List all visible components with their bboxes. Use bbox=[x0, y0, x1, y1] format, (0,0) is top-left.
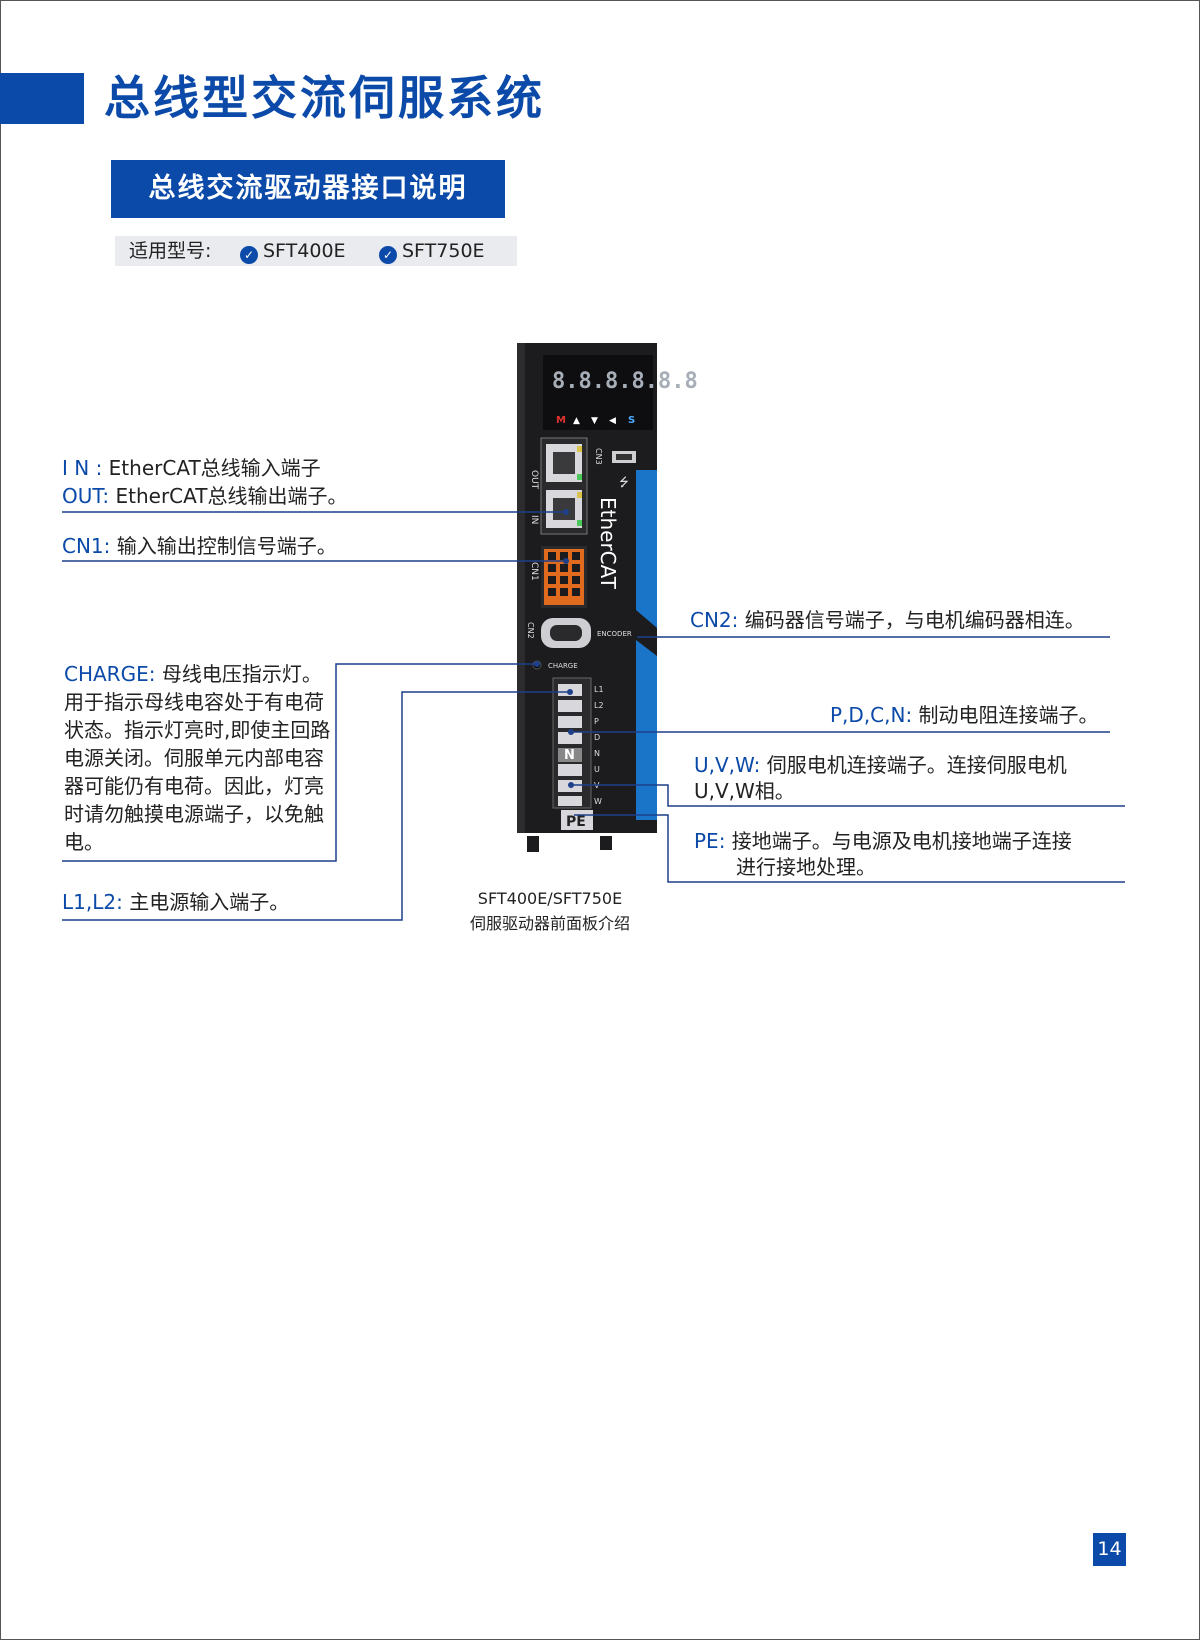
display-digits: 8.8.8.8.8.8 bbox=[552, 369, 698, 394]
key-m: M bbox=[556, 415, 566, 426]
page-title: 总线型交流伺服系统 bbox=[104, 71, 545, 125]
applicable-models: 适用型号: ✓ SFT400E ✓ SFT750E bbox=[115, 236, 517, 266]
model-item: ✓ SFT400E bbox=[240, 236, 346, 266]
blue-stripe-lower bbox=[636, 640, 657, 820]
leader-uvw bbox=[571, 784, 1125, 807]
svg-text:P: P bbox=[594, 717, 599, 726]
blue-stripe-upper bbox=[636, 470, 657, 628]
callout-uvw-line2: U,V,W相。 bbox=[694, 777, 795, 805]
servo-drive-illustration: 8.8.8.8.8.8 M ▲ ▼ ◀ S OUT IN CN3 ⭍ Ether… bbox=[62, 343, 1125, 921]
callout-desc: EtherCAT总线输出端子。 bbox=[109, 484, 348, 508]
callout-desc: 主电源输入端子。 bbox=[122, 890, 290, 914]
section-title: 总线交流驱动器接口说明 bbox=[111, 160, 505, 218]
model-name: SFT400E bbox=[263, 240, 346, 262]
usb-icon: ⭍ bbox=[619, 475, 629, 489]
callout-key: PE: bbox=[694, 829, 726, 853]
callout-desc: EtherCAT总线输入端子 bbox=[102, 456, 321, 480]
n-terminal-cover bbox=[558, 748, 582, 762]
label-encoder: ENCODER bbox=[597, 630, 632, 638]
leader-lines bbox=[62, 511, 1125, 921]
figure-caption: SFT400E/SFT750E 伺服驱动器前面板介绍 bbox=[440, 886, 660, 936]
svg-text:U: U bbox=[594, 765, 600, 774]
drive-foot bbox=[600, 836, 612, 850]
callout-desc: 输入输出控制信号端子。 bbox=[110, 534, 337, 558]
leader-charge bbox=[62, 663, 537, 862]
key-up: ▲ bbox=[573, 416, 580, 426]
callout-key: CHARGE: bbox=[64, 662, 156, 686]
models-label: 适用型号: bbox=[129, 240, 212, 262]
callout-desc: 编码器信号端子，与电机编码器相连。 bbox=[738, 608, 1085, 632]
callout-desc: 制动电阻连接端子。 bbox=[912, 703, 1099, 727]
callout-desc: 接地端子。与电源及电机接地端子连接 bbox=[725, 829, 1072, 853]
label-in: IN bbox=[529, 515, 539, 524]
callout-key: OUT: bbox=[62, 484, 110, 508]
drive-foot bbox=[527, 836, 539, 852]
leader-dots bbox=[534, 509, 574, 788]
led-yellow bbox=[577, 446, 582, 452]
leader-l1l2 bbox=[62, 691, 570, 921]
label-cn3: CN3 bbox=[594, 448, 603, 465]
callout-cn2: CN2: 编码器信号端子，与电机编码器相连。 bbox=[690, 606, 1085, 634]
label-charge: CHARGE bbox=[548, 662, 578, 670]
callout-desc: U,V,W相。 bbox=[694, 779, 795, 803]
callout-key: L1,L2: bbox=[62, 890, 123, 914]
callout-key: U,V,W: bbox=[694, 753, 761, 777]
label-cn1: CN1 bbox=[529, 562, 539, 581]
caption-model: SFT400E/SFT750E bbox=[477, 889, 623, 908]
callout-desc: 伺服电机连接端子。连接伺服电机 bbox=[760, 753, 1067, 777]
model-name: SFT750E bbox=[402, 240, 485, 262]
label-cn2: CN2 bbox=[526, 622, 535, 639]
led-green bbox=[577, 520, 582, 526]
callout-l1l2: L1,L2: 主电源输入端子。 bbox=[62, 888, 289, 916]
led-green bbox=[577, 474, 582, 480]
label-pe: PE bbox=[566, 814, 586, 830]
key-down: ▼ bbox=[591, 416, 598, 426]
callout-key: CN1: bbox=[62, 534, 111, 558]
callout-charge: CHARGE: 母线电压指示灯。用于指示母线电容处于有电荷状态。指示灯亮时,即使… bbox=[64, 660, 334, 856]
callout-key: I N : bbox=[62, 456, 103, 480]
callout-desc: 进行接地处理。 bbox=[736, 855, 876, 879]
key-left: ◀ bbox=[609, 416, 616, 426]
svg-text:L1: L1 bbox=[594, 685, 604, 694]
callout-key: P,D,C,N: bbox=[830, 703, 913, 727]
port-out-socket bbox=[553, 452, 575, 474]
leader-pe bbox=[574, 814, 1125, 883]
callout-out: OUT: EtherCAT总线输出端子。 bbox=[62, 482, 348, 510]
label-n: N bbox=[564, 748, 575, 763]
callout-in: I N : EtherCAT总线输入端子 bbox=[62, 454, 321, 482]
header-accent-bar bbox=[0, 73, 84, 124]
led-yellow bbox=[577, 492, 582, 498]
cn3-usb-socket bbox=[616, 454, 632, 460]
svg-text:N: N bbox=[594, 749, 600, 758]
callout-pdcn: P,D,C,N: 制动电阻连接端子。 bbox=[830, 701, 1099, 729]
svg-text:D: D bbox=[594, 733, 600, 742]
callout-key: CN2: bbox=[690, 608, 739, 632]
check-icon: ✓ bbox=[240, 246, 258, 264]
callout-cn1: CN1: 输入输出控制信号端子。 bbox=[62, 532, 337, 560]
label-out: OUT bbox=[529, 470, 539, 490]
callout-uvw: U,V,W: 伺服电机连接端子。连接伺服电机 bbox=[694, 751, 1067, 779]
display-window bbox=[543, 355, 653, 430]
check-icon: ✓ bbox=[379, 246, 397, 264]
callout-desc: 母线电压指示灯。用于指示母线电容处于有电荷状态。指示灯亮时,即使主回路电源关闭。… bbox=[64, 662, 331, 854]
svg-text:L2: L2 bbox=[594, 701, 604, 710]
caption-desc: 伺服驱动器前面板介绍 bbox=[469, 914, 630, 933]
callout-pe-line2: 进行接地处理。 bbox=[736, 853, 876, 881]
cn2-encoder-socket bbox=[550, 625, 582, 641]
cn1-pins bbox=[548, 552, 580, 596]
brand-ethercat: EtherCAT bbox=[596, 497, 620, 590]
callout-pe: PE: 接地端子。与电源及电机接地端子连接 bbox=[694, 827, 1072, 855]
page-number: 14 bbox=[1093, 1533, 1126, 1566]
key-s: S bbox=[628, 415, 635, 426]
port-in-socket bbox=[553, 498, 575, 520]
svg-text:W: W bbox=[594, 797, 602, 806]
model-item: ✓ SFT750E bbox=[379, 236, 485, 266]
drive-side-edge bbox=[517, 343, 525, 833]
